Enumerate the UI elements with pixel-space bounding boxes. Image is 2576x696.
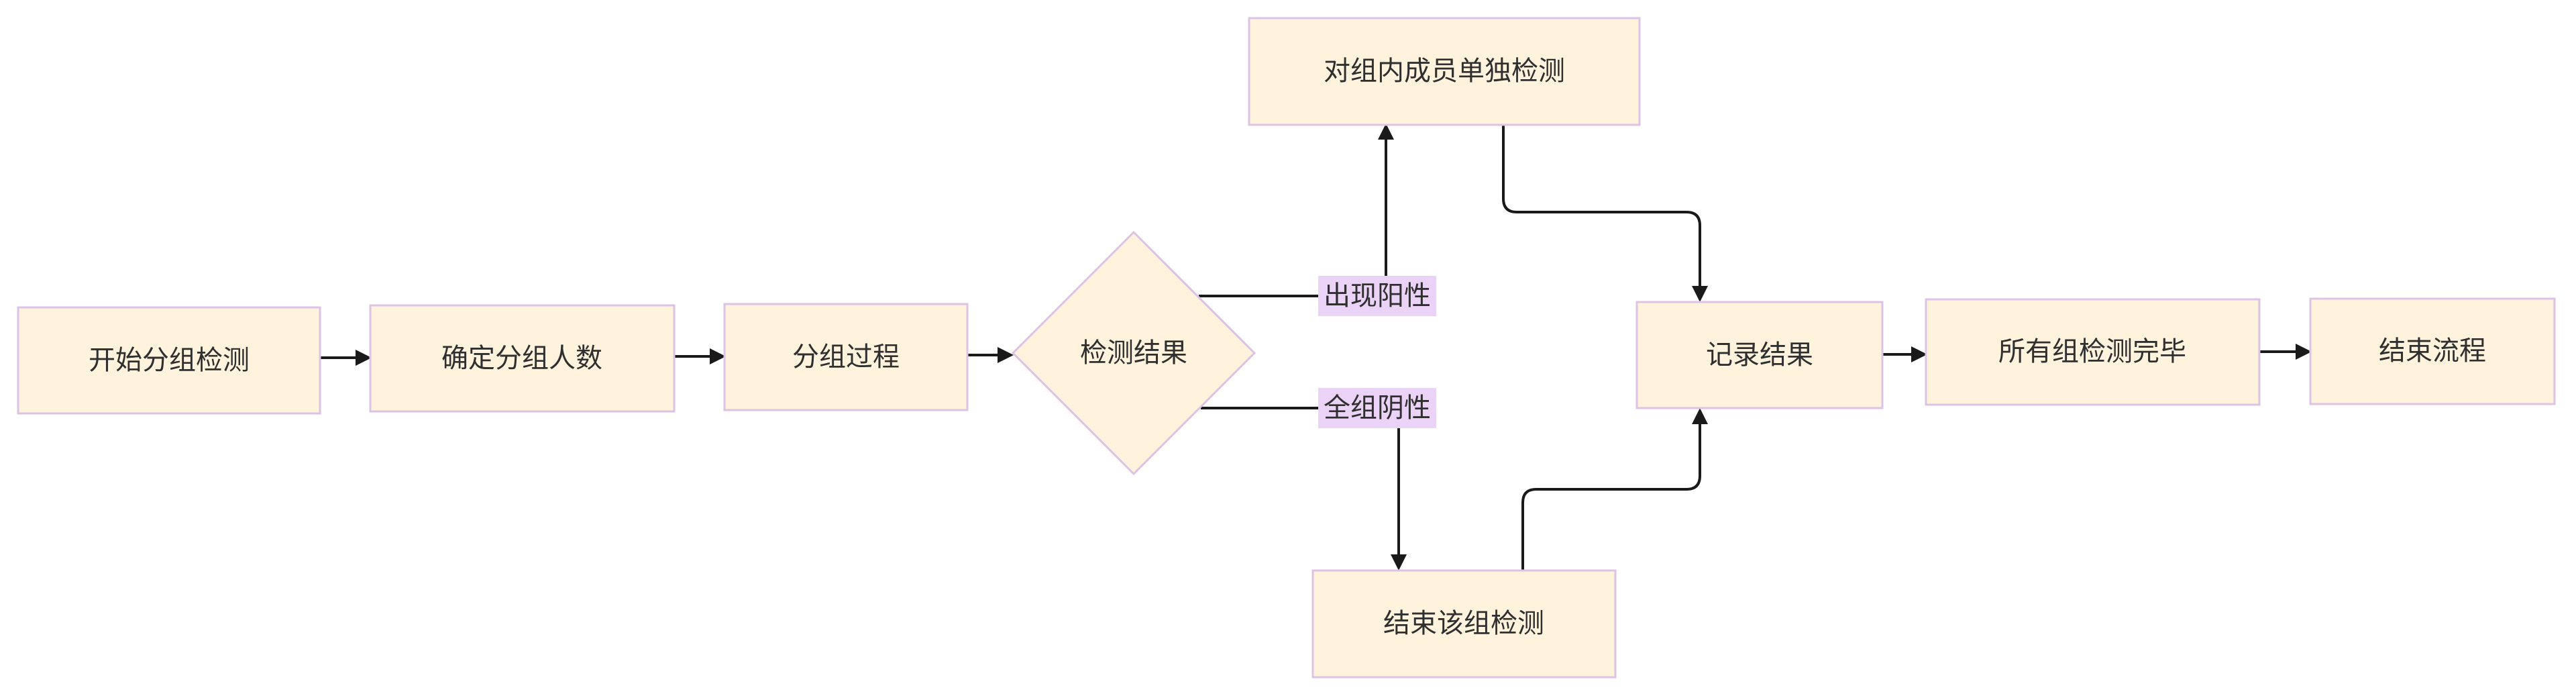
- edge-individual-test-to-record: [1502, 125, 1708, 302]
- edge-label-negative-text: 全组阴性: [1324, 393, 1431, 424]
- node-grouping: 分组过程: [723, 303, 969, 411]
- edge-grouping-to-decision: [967, 347, 1014, 363]
- edge-label-positive-text: 出现阳性: [1324, 281, 1431, 311]
- edge-record-to-all-done: [1882, 346, 1927, 362]
- node-start-label: 开始分组检测: [89, 345, 250, 376]
- node-end-group: 结束该组检测: [1311, 569, 1617, 679]
- edge-end-group-to-record: [1521, 408, 1708, 570]
- edge-decision-to-individual-test: [1199, 123, 1394, 297]
- node-end-group-label: 结束该组检测: [1383, 608, 1544, 639]
- node-group-size-label: 确定分组人数: [441, 343, 602, 374]
- node-end-label: 结束流程: [2379, 336, 2486, 366]
- node-end: 结束流程: [2309, 297, 2556, 405]
- edge-start-to-group-size: [320, 350, 372, 366]
- node-individual-test: 对组内成员单独检测: [1248, 17, 1641, 126]
- node-all-done-label: 所有组检测完毕: [1998, 336, 2186, 367]
- edge-group-size-to-grouping: [674, 348, 726, 364]
- edge-label-negative: 全组阴性: [1318, 388, 1436, 428]
- node-group-size: 确定分组人数: [369, 304, 676, 413]
- node-test-result-label: 检测结果: [1080, 338, 1187, 368]
- edge-label-positive: 出现阳性: [1318, 276, 1436, 316]
- node-record: 记录结果: [1635, 301, 1884, 409]
- edge-decision-to-end-group: [1201, 407, 1407, 570]
- node-all-done: 所有组检测完毕: [1925, 298, 2261, 406]
- node-individual-test-label: 对组内成员单独检测: [1324, 56, 1565, 87]
- node-test-result-decision: 检测结果: [1011, 230, 1256, 476]
- node-start: 开始分组检测: [17, 306, 321, 415]
- node-record-label: 记录结果: [1706, 340, 1813, 370]
- node-grouping-label: 分组过程: [792, 342, 900, 372]
- edge-all-done-to-end: [2259, 344, 2312, 360]
